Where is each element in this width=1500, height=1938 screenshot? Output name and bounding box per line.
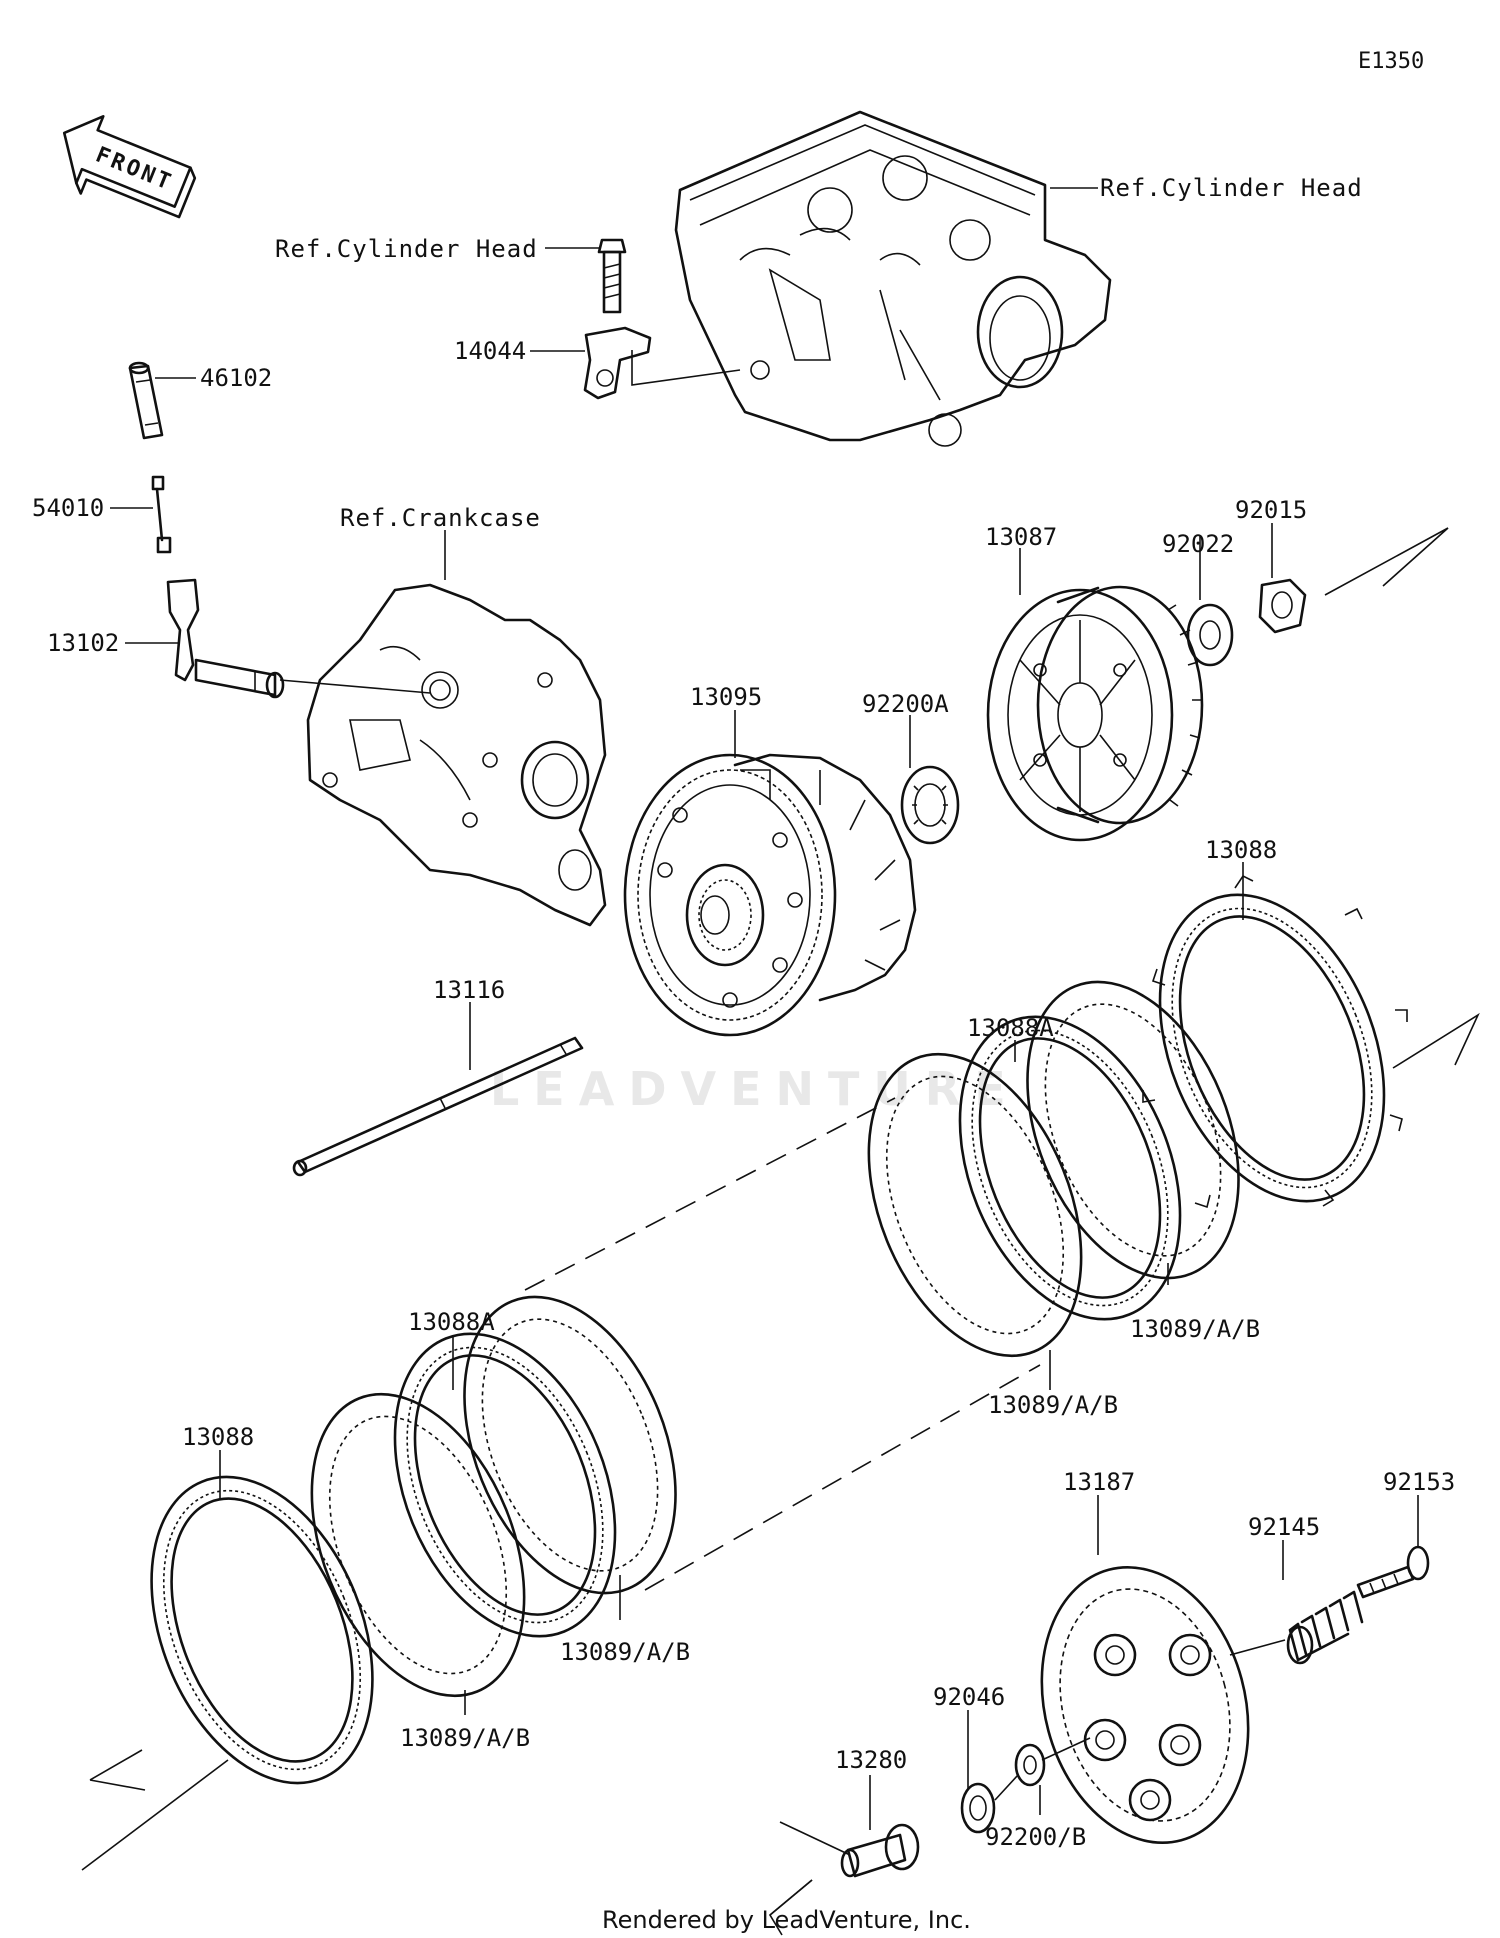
pin-46102-drawing bbox=[128, 361, 164, 440]
spring-92145-drawing bbox=[1286, 1590, 1364, 1665]
label-92200a: 92200A bbox=[862, 690, 949, 718]
friction-plate-13088-left-drawing bbox=[150, 1475, 374, 1785]
label-54010: 54010 bbox=[32, 494, 104, 522]
label-13088-left: 13088 bbox=[182, 1423, 254, 1451]
friction-plate-13088-right-drawing bbox=[1142, 874, 1408, 1209]
label-13102: 13102 bbox=[47, 629, 119, 657]
gear-13087-drawing bbox=[986, 585, 1204, 842]
label-ref-crankcase: Ref.Crankcase bbox=[340, 504, 541, 532]
friction-plate-13088a-right-drawing bbox=[958, 1015, 1182, 1321]
bearing-92046-drawing bbox=[960, 1782, 996, 1834]
label-13089-left-low: 13089/A/B bbox=[400, 1724, 530, 1752]
rod-54010-drawing bbox=[151, 475, 172, 554]
label-13095: 13095 bbox=[690, 683, 762, 711]
label-13088-right: 13088 bbox=[1205, 836, 1277, 864]
label-92200b: 92200/B bbox=[985, 1823, 1086, 1851]
label-92145: 92145 bbox=[1248, 1513, 1320, 1541]
bolt-92153-drawing bbox=[1356, 1545, 1430, 1599]
label-13087: 13087 bbox=[985, 523, 1057, 551]
cylinder-head-drawing bbox=[674, 110, 1112, 447]
steel-plate-13089-left-low-drawing bbox=[310, 1392, 526, 1698]
label-13089-right-upper: 13089/A/B bbox=[1130, 1315, 1260, 1343]
label-14044: 14044 bbox=[454, 337, 526, 365]
label-ref-cylinder-head-left: Ref.Cylinder Head bbox=[275, 235, 538, 263]
washer-92200b-drawing bbox=[1014, 1743, 1046, 1787]
label-92022: 92022 bbox=[1162, 530, 1234, 558]
label-92046: 92046 bbox=[933, 1683, 1005, 1711]
crankcase-drawing bbox=[306, 583, 607, 927]
watermark: LEADVENTURE bbox=[490, 1062, 1020, 1116]
label-13280: 13280 bbox=[835, 1746, 907, 1774]
washer-92200a-drawing bbox=[900, 765, 960, 845]
nut-92015-drawing bbox=[1258, 578, 1307, 634]
footer-credit: Rendered by LeadVenture, Inc. bbox=[602, 1906, 971, 1934]
label-92015: 92015 bbox=[1235, 496, 1307, 524]
label-leaders bbox=[110, 187, 1419, 1830]
diagram-id: E1350 bbox=[1358, 49, 1424, 74]
pressure-plate-13187-drawing bbox=[1040, 1566, 1250, 1844]
washer-92022-drawing bbox=[1186, 603, 1234, 667]
label-13116: 13116 bbox=[433, 976, 505, 1004]
clutch-housing-13095-drawing bbox=[623, 753, 917, 1037]
label-92153: 92153 bbox=[1383, 1468, 1455, 1496]
label-ref-cylinder-head-top: Ref.Cylinder Head bbox=[1100, 174, 1363, 202]
steel-plate-13089-right-upper-drawing bbox=[1026, 980, 1240, 1280]
label-13187: 13187 bbox=[1063, 1468, 1135, 1496]
label-13088a-left: 13088A bbox=[408, 1308, 495, 1336]
label-46102: 46102 bbox=[200, 364, 272, 392]
label-13088a-right: 13088A bbox=[967, 1014, 1054, 1042]
cylinder-head-bolt-drawing bbox=[597, 238, 627, 314]
front-arrow-icon: FRONT bbox=[62, 115, 197, 219]
label-13089-right-lower: 13089/A/B bbox=[988, 1391, 1118, 1419]
bracket-14044-drawing bbox=[583, 326, 652, 400]
pusher-13280-drawing bbox=[840, 1823, 920, 1878]
push-rod-13116-drawing bbox=[292, 1036, 584, 1177]
steel-plate-13089-left-mid-drawing bbox=[463, 1295, 677, 1595]
lever-13102-drawing bbox=[166, 578, 285, 699]
friction-plate-13088a-left-drawing bbox=[393, 1332, 617, 1638]
label-13089-left-mid: 13089/A/B bbox=[560, 1638, 690, 1666]
assembly-axis-lines bbox=[81, 527, 1480, 1936]
steel-plate-13089-right-lower-drawing bbox=[867, 1052, 1083, 1358]
